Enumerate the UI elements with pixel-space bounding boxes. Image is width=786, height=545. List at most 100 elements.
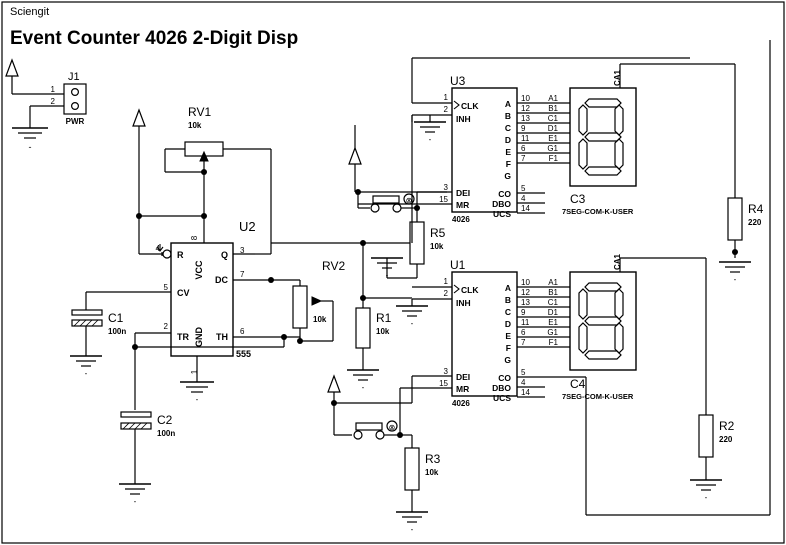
u3-pin-number-ucs: 14 [521, 204, 530, 213]
c2-value-label: 100n [157, 429, 175, 438]
c2-capacitor[interactable]: C2 100n - [119, 333, 284, 506]
c4-common-pin-label: CA1 [613, 253, 622, 270]
u1-input-label-dei: DEI [456, 372, 470, 382]
c1-value-label: 100n [108, 327, 126, 336]
u2-pin-number-q: 3 [240, 246, 245, 255]
r2-resistor[interactable]: R2 220 - [690, 258, 735, 502]
u1-pin-number-a: 10 [521, 278, 530, 287]
u3-pin-number-dei: 3 [444, 183, 449, 192]
r1-value-label: 10k [376, 327, 390, 336]
u3-pin-number-dbo: 4 [521, 194, 526, 203]
c3-seven-segment-display[interactable]: C3 7SEG-COM-K-USER CA1 [562, 63, 735, 216]
c1-capacitor[interactable]: C1 100n - [70, 292, 126, 378]
u2-pin-label-gnd: GND [194, 327, 204, 348]
c3-body [569, 87, 637, 187]
switch-lower-symbol-icon [386, 420, 398, 432]
j1-pin2-pad [70, 101, 79, 110]
rv2-potentiometer[interactable]: RV2 10k [255, 259, 345, 344]
u1-disp-pin-f1: F1 [549, 338, 559, 347]
u2-pin-label-th: TH [216, 332, 228, 342]
wire-th-c2 [281, 334, 287, 347]
j1-pin1-pad [70, 87, 79, 96]
j1-body [63, 83, 87, 115]
switch-upper-glyph: ⊗ [406, 196, 413, 205]
u1-ref-label: U1 [450, 258, 466, 272]
c2-plate-bottom [120, 422, 152, 430]
u1-seg-label-c: C [505, 307, 511, 317]
u2-pin-number-cv: 5 [164, 283, 169, 292]
r1-body [355, 307, 371, 349]
ground-label-r1: - [362, 383, 365, 392]
u1-disp-pin-c1: C1 [548, 298, 559, 307]
u2-pin-number-tr: 2 [164, 322, 169, 331]
u3-pin-number-b: 12 [521, 104, 530, 113]
j1-power-connector[interactable]: 1 2 PWR J1 - [5, 58, 87, 152]
r3-value-label: 10k [425, 468, 439, 477]
wire-555-q-out [255, 242, 412, 255]
ground-symbol-u1-inh: - [396, 305, 428, 328]
u1-out-label-ucs: UCS [493, 393, 511, 403]
switch-lower-glyph: ⊗ [389, 423, 396, 432]
u1-body [451, 271, 518, 397]
r1-ref-label: R1 [376, 311, 392, 325]
junction-dc-rv1 [268, 277, 274, 283]
u1-pin-number-g: 7 [521, 338, 526, 347]
u1-pin-number-mr: 15 [439, 379, 448, 388]
ground-symbol-r3: - [396, 511, 428, 534]
u1-pin-number-e: 11 [521, 318, 530, 327]
u3-seg-label-f: F [506, 159, 511, 169]
u3-seg-label-a: A [505, 99, 511, 109]
u3-seg-label-g: G [504, 171, 511, 181]
u1-4026-counter[interactable]: U1 4026 CLK INH DEI MR 1 2 3 15 A B C D … [400, 258, 570, 408]
u2-pin-label-cv: CV [177, 288, 190, 298]
wire-clock-net [360, 240, 412, 299]
ground-label-r5: - [386, 271, 389, 280]
junction-mr-upper [355, 189, 361, 195]
u2-pin-number-th: 6 [240, 327, 245, 336]
reset-switch-lower[interactable]: ⊗ [327, 374, 413, 440]
switch-upper-contact-left [370, 203, 380, 213]
u3-pin-number-e: 11 [521, 134, 530, 143]
u3-seg-label-e: E [505, 147, 511, 157]
c3-digit-glyph [578, 98, 624, 176]
c4-seven-segment-display[interactable]: C4 7SEG-COM-K-USER CA1 [562, 253, 706, 401]
u3-input-label-clk: CLK [461, 101, 479, 111]
u1-disp-pin-e1: E1 [548, 318, 558, 327]
junction-tr-th [132, 344, 138, 350]
u1-pin-number-d: 9 [521, 308, 526, 317]
u1-disp-pin-a1: A1 [548, 278, 558, 287]
u2-555-timer[interactable]: U2 555 R CV TR Q DC TH VCC GND 4 5 2 3 7… [86, 219, 256, 404]
r5-resistor[interactable]: R5 10k - [371, 208, 446, 280]
u1-pin-number-inh: 2 [444, 289, 449, 298]
u1-pin-number-f: 6 [521, 328, 526, 337]
u3-pin-number-clk: 1 [444, 93, 449, 102]
u3-disp-pin-d1: D1 [548, 124, 559, 133]
ground-label-u3-inh: - [429, 135, 432, 144]
u3-pin-number-mr: 15 [439, 195, 448, 204]
r3-resistor[interactable]: R3 10k - [396, 434, 441, 534]
u3-pin-number-c: 13 [521, 114, 530, 123]
u3-input-label-inh: INH [456, 114, 471, 124]
u1-seg-wires: 10 12 13 9 11 6 7 A1 B1 C1 D1 E1 G1 F1 [517, 278, 570, 348]
ground-symbol-r2: - [690, 479, 722, 502]
u3-ref-label: U3 [450, 74, 466, 88]
u1-disp-pin-g1: G1 [547, 328, 558, 337]
u3-value-label: 4026 [452, 215, 470, 224]
u2-pin-label-vcc: VCC [194, 260, 204, 280]
j1-pin1-number: 1 [51, 85, 56, 94]
ground-symbol-r1: - [347, 369, 379, 392]
u3-pin-number-a: 10 [521, 94, 530, 103]
r4-value-label: 220 [748, 218, 762, 227]
u1-pin-number-c: 13 [521, 298, 530, 307]
j1-value-label: PWR [66, 117, 85, 126]
r4-resistor[interactable]: R4 220 - [719, 64, 764, 284]
u1-out-label-co: CO [498, 373, 511, 383]
u3-seg-label-b: B [505, 111, 511, 121]
u3-4026-counter[interactable]: U3 4026 CLK INH DEI MR 1 2 3 15 A B C D … [358, 74, 570, 224]
u1-pin-number-ucs: 14 [521, 388, 530, 397]
switch-lower-contact-right [375, 430, 385, 440]
rv1-potentiometer[interactable]: RV1 10k [136, 105, 272, 259]
r1-resistor[interactable]: R1 10k - [347, 295, 392, 392]
r4-ref-label: R4 [748, 202, 764, 216]
